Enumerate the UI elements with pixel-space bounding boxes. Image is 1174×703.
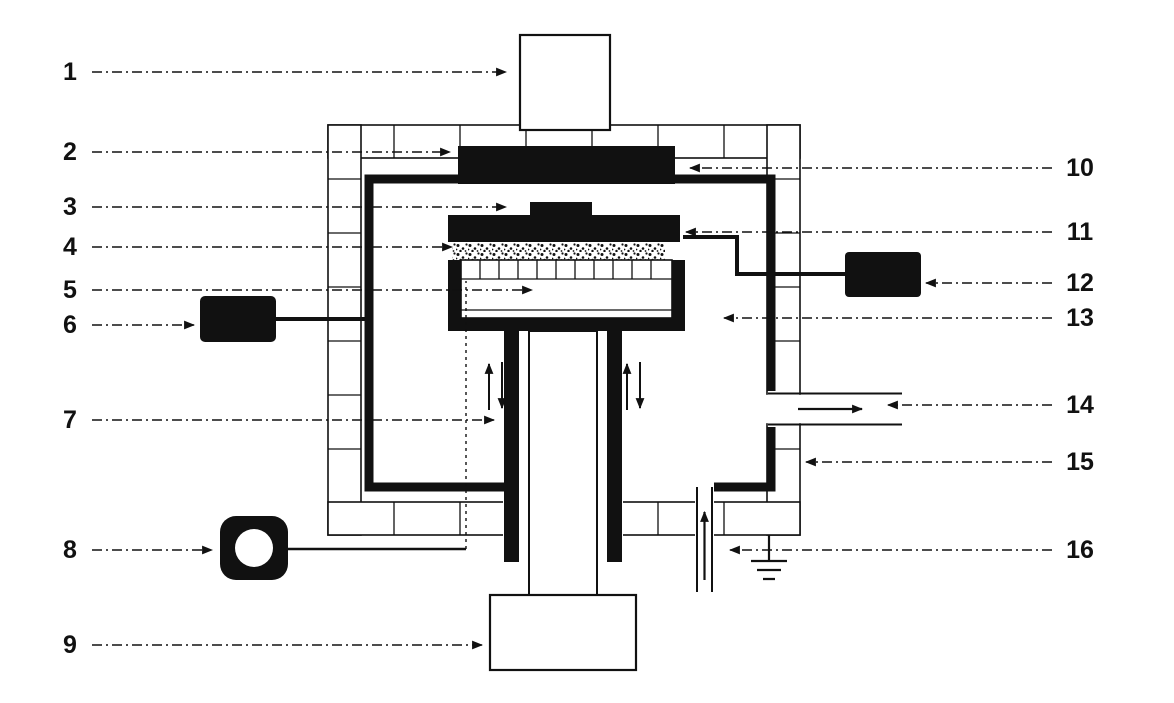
- top-electrode-plate: [458, 146, 675, 184]
- upper-punch-plate: [448, 215, 680, 242]
- label-3: 3: [63, 193, 77, 221]
- pump-unit: [220, 281, 467, 580]
- support-tube-right: [607, 331, 622, 562]
- label-2: 2: [63, 138, 77, 166]
- die-base: [448, 318, 685, 331]
- label-8: 8: [63, 536, 77, 564]
- label-1: 1: [63, 58, 77, 86]
- pump-port-icon: [235, 529, 273, 567]
- support-tube-left: [504, 331, 519, 562]
- right-power-box: [845, 252, 921, 297]
- right-power-lead: [683, 235, 845, 276]
- label-12: 12: [1066, 269, 1094, 297]
- die-wall-left: [448, 260, 461, 331]
- label-9: 9: [63, 631, 77, 659]
- number-labels: 1 2 3 4 5 6 7 8 9 10 11 12 13 14 15 16: [63, 58, 1094, 659]
- gas-outlet-tube: [768, 392, 902, 426]
- lower-ram-column: [528, 330, 598, 599]
- lower-ram-block: [488, 593, 638, 672]
- die-cavity: [460, 259, 673, 319]
- leader-lines: [92, 67, 1052, 650]
- upper-punch-boss: [530, 202, 592, 216]
- die-wall-right: [672, 260, 685, 331]
- label-15: 15: [1066, 448, 1094, 476]
- label-6: 6: [63, 311, 77, 339]
- label-5: 5: [63, 276, 77, 304]
- chamber-brick-wall: [327, 124, 801, 536]
- brick-wall-left: [327, 124, 362, 536]
- label-7: 7: [63, 406, 77, 434]
- left-power-unit: [200, 296, 366, 342]
- label-16: 16: [1066, 536, 1094, 564]
- label-10: 10: [1066, 154, 1094, 182]
- left-power-box: [200, 296, 276, 342]
- label-11: 11: [1067, 218, 1094, 246]
- right-power-unit: [683, 235, 921, 297]
- die-assembly: [448, 259, 685, 331]
- upper-ram-block: [518, 33, 612, 132]
- ground-symbol-icon: [751, 535, 787, 581]
- label-13: 13: [1066, 304, 1094, 332]
- brick-joints: [328, 125, 800, 535]
- die-cavity-bricks: [461, 260, 672, 311]
- powder-sample-layer: [452, 243, 665, 263]
- label-14: 14: [1066, 391, 1094, 419]
- ram-motion-arrows: [484, 362, 645, 410]
- gas-inlet-pipe: [696, 487, 713, 592]
- label-4: 4: [63, 233, 77, 261]
